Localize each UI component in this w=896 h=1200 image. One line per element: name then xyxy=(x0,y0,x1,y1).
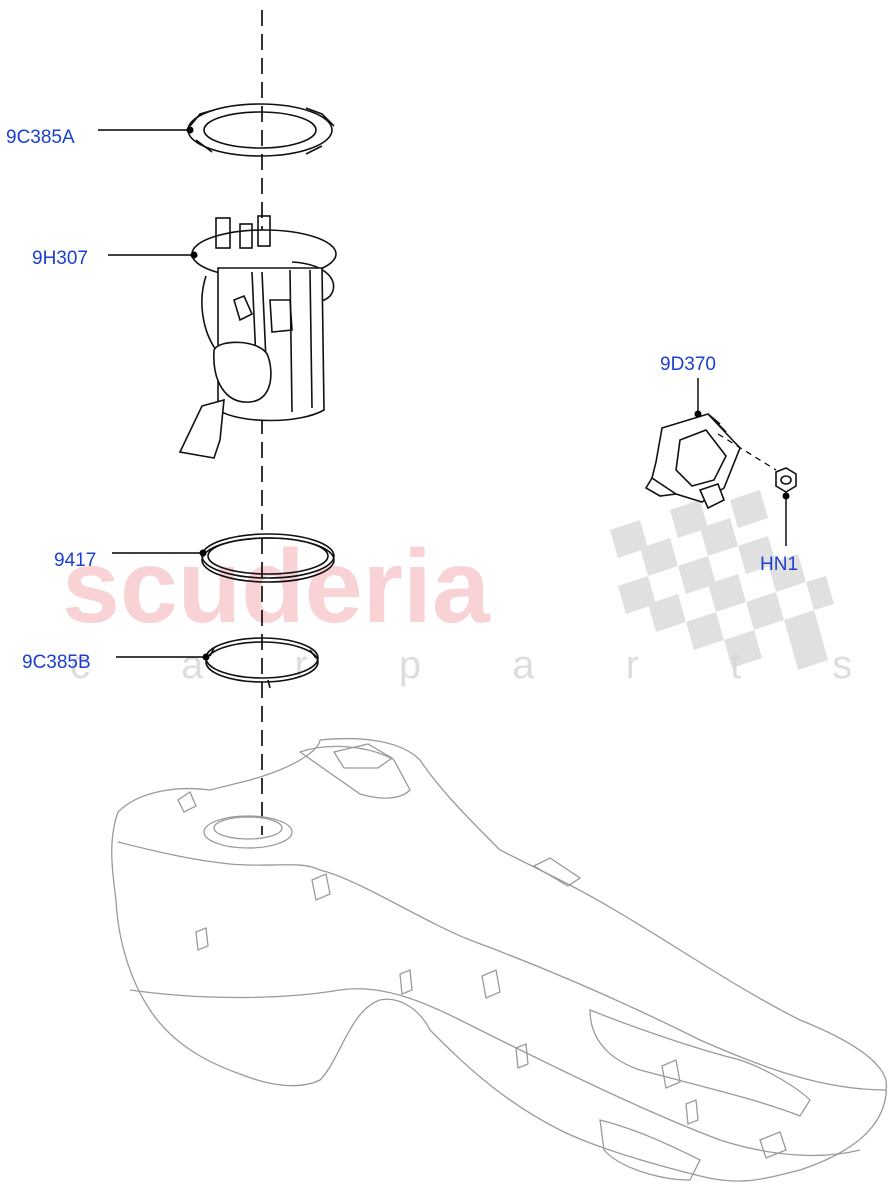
watermark: scuderia c a r p a r t s xyxy=(62,490,892,687)
callout-9417[interactable]: 9417 xyxy=(54,550,96,571)
leader-lines xyxy=(98,129,787,658)
control-module xyxy=(644,410,741,510)
hex-nut xyxy=(717,433,797,500)
callout-9C385A[interactable]: 9C385A xyxy=(6,127,75,148)
locking-ring-top xyxy=(186,103,335,157)
callout-9H307[interactable]: 9H307 xyxy=(32,248,88,269)
watermark-brand: scuderia xyxy=(62,529,491,645)
callout-9C385B[interactable]: 9C385B xyxy=(22,652,91,673)
locking-ring-bottom xyxy=(202,637,319,689)
callout-labels: 9C385A 9H307 9417 9C385B 9D370 HN1 xyxy=(6,127,798,673)
callout-HN1[interactable]: HN1 xyxy=(760,554,798,575)
fuel-tank xyxy=(111,738,887,1182)
checkered-flag-icon xyxy=(610,490,834,670)
watermark-sub: c a r p a r t s xyxy=(70,643,892,687)
fuel-pump-module xyxy=(178,215,337,459)
seal-ring xyxy=(199,533,335,583)
callout-9D370[interactable]: 9D370 xyxy=(660,354,716,375)
